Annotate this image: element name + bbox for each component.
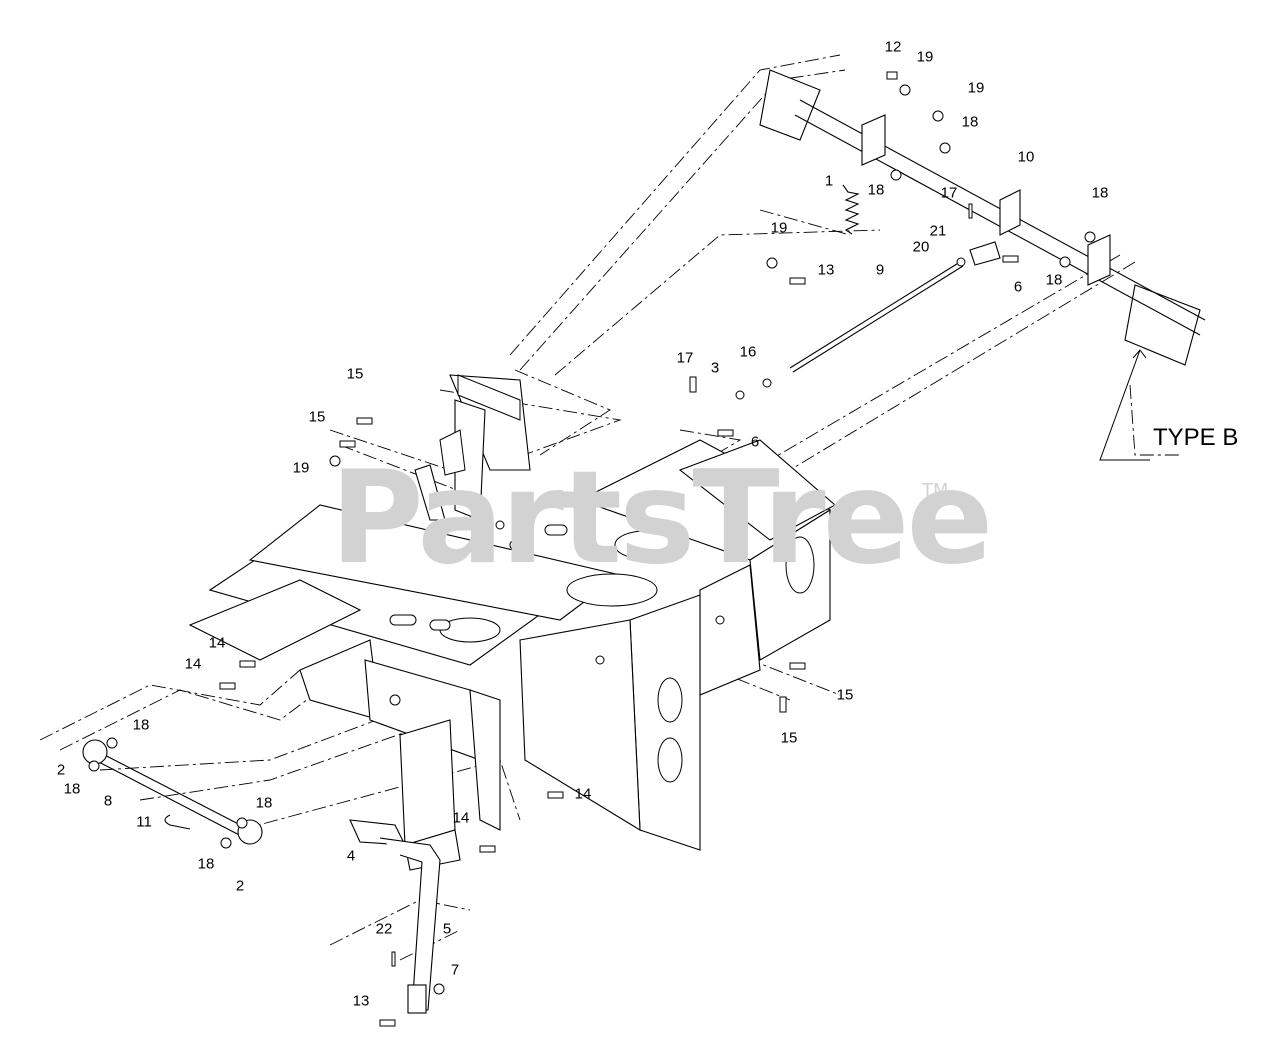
callout-label: 8 xyxy=(103,792,113,810)
callout-label: 17 xyxy=(940,184,958,202)
callout-label: 14 xyxy=(574,785,592,803)
callout-label: 12 xyxy=(884,38,902,56)
callout-label: 19 xyxy=(292,459,310,477)
callout-label: 21 xyxy=(929,222,947,240)
brake-pedal xyxy=(349,819,441,1014)
callout-label: 7 xyxy=(450,961,460,979)
callout-label: 18 xyxy=(132,716,150,734)
callout-label: 15 xyxy=(836,686,854,704)
callout-label: 17 xyxy=(676,349,694,367)
callout-label: 6 xyxy=(1013,278,1023,296)
callout-label: 13 xyxy=(352,992,370,1010)
callout-label: 15 xyxy=(346,365,364,383)
callout-label: 18 xyxy=(1091,184,1109,202)
callout-label: 18 xyxy=(255,794,273,812)
callout-label: 11 xyxy=(136,813,152,831)
mower-frame xyxy=(188,374,836,871)
callout-label: 18 xyxy=(197,855,215,873)
callout-label: 9 xyxy=(875,261,885,279)
callout-label: 2 xyxy=(56,761,66,779)
type-b-arrow xyxy=(1099,349,1150,461)
rear-bracket xyxy=(439,374,521,476)
callout-label: 14 xyxy=(208,634,226,652)
cross-shaft-assembly xyxy=(82,739,263,845)
hardware xyxy=(88,71,1096,1027)
callout-label: 14 xyxy=(452,809,470,827)
callout-label: 20 xyxy=(912,238,930,256)
type-b-label: TYPE B xyxy=(1153,424,1239,451)
callout-label: 2 xyxy=(235,877,245,895)
watermark-trademark: TM xyxy=(922,480,949,501)
callout-label: 22 xyxy=(375,920,393,938)
callout-label: 10 xyxy=(1017,148,1035,166)
pedal-bar-assembly xyxy=(759,69,1206,373)
callout-label: 19 xyxy=(967,79,985,97)
callout-label: 1 xyxy=(824,172,834,190)
callout-label: 16 xyxy=(739,343,757,361)
callout-label: 14 xyxy=(184,655,202,673)
callout-label: 4 xyxy=(346,847,356,865)
callout-label: 19 xyxy=(770,219,788,237)
frame-holes xyxy=(389,520,815,783)
callout-label: 18 xyxy=(961,113,979,131)
watermark: PartsTree xyxy=(330,444,993,593)
callout-label: 18 xyxy=(1045,271,1063,289)
callout-label: 13 xyxy=(817,261,835,279)
callout-label: 15 xyxy=(308,408,326,426)
callout-label: 19 xyxy=(916,48,934,66)
callout-label: 18 xyxy=(63,780,81,798)
callout-label: 3 xyxy=(710,359,720,377)
callout-label: 6 xyxy=(750,433,760,451)
callout-label: 18 xyxy=(867,181,885,199)
callout-label: 5 xyxy=(442,920,452,938)
callout-label: 15 xyxy=(780,729,798,747)
